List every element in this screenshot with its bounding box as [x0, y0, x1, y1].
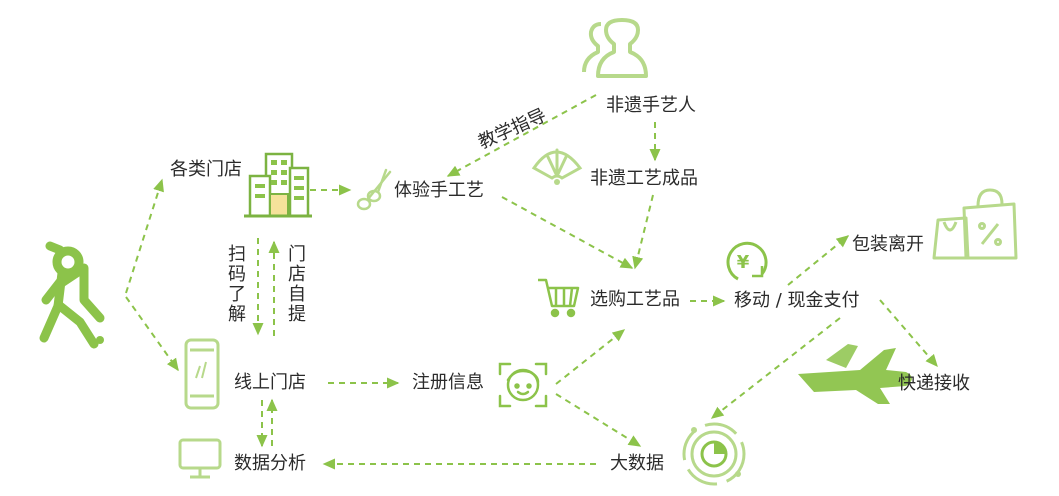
node-payment: 移动 / 现金支付	[734, 290, 860, 311]
edge-finished-to-select	[632, 194, 654, 270]
node-express: 快递接收	[898, 373, 970, 394]
runner-icon	[39, 241, 105, 349]
edge-label-pickup: 门店自提	[285, 244, 306, 324]
shopping-bag-icon	[932, 188, 1018, 260]
node-register: 注册信息	[412, 372, 484, 393]
orbit-icon	[682, 422, 746, 486]
face-scan-icon	[498, 362, 548, 408]
node-stores: 各类门店	[170, 159, 242, 180]
users-icon	[582, 18, 648, 78]
edges	[125, 94, 938, 470]
yuan-coin-icon: ¥	[726, 241, 768, 281]
node-online-store: 线上门店	[234, 372, 306, 393]
svg-text:¥: ¥	[737, 252, 750, 273]
edge-payment-to-bigdata	[710, 317, 841, 419]
edge-register-to-bigdata	[555, 393, 642, 447]
edge-experience-to-select	[501, 196, 634, 269]
airplane-icon	[798, 344, 912, 404]
edge-register-to-select	[555, 329, 626, 385]
edge-runner-to-online	[125, 296, 179, 372]
node-artisan: 非遗手艺人	[606, 95, 696, 116]
cart-icon	[538, 278, 580, 318]
fan-icon	[531, 148, 583, 185]
node-experience: 体验手工艺	[394, 180, 484, 201]
node-bigdata: 大数据	[610, 453, 664, 474]
node-analysis: 数据分析	[234, 453, 306, 474]
edge-runner-to-stores	[125, 178, 164, 294]
node-pack-leave: 包装离开	[852, 234, 924, 255]
monitor-icon	[178, 438, 222, 479]
edge-label-scan: 扫码了解	[225, 244, 246, 324]
node-select: 选购工艺品	[590, 289, 680, 310]
smartphone-icon	[184, 338, 220, 410]
node-finished: 非遗工艺成品	[590, 168, 698, 189]
edge-payment-to-pack	[787, 235, 850, 286]
edge-payment-to-express	[879, 299, 938, 368]
building-icon	[244, 152, 312, 218]
scissors-icon	[356, 168, 392, 211]
